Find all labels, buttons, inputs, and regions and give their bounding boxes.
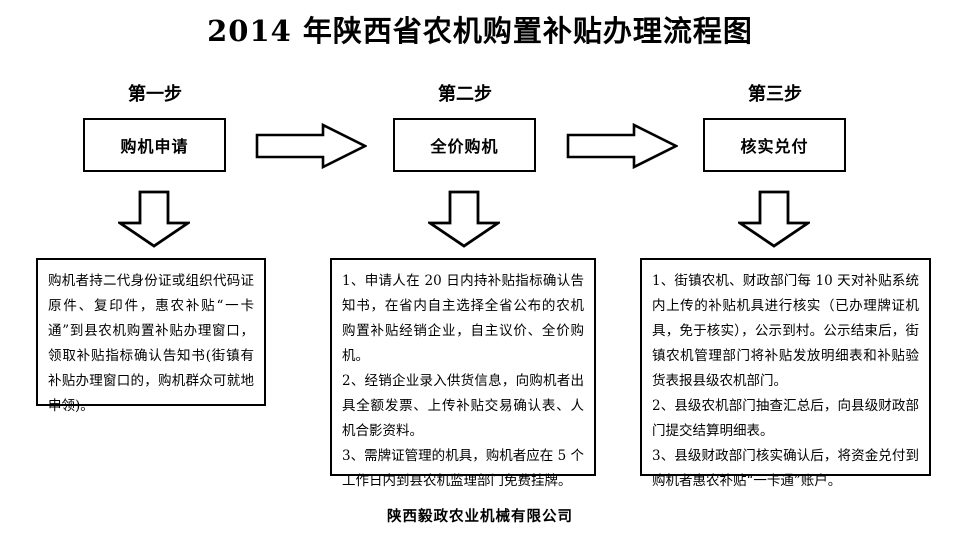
- detail-text-1: 购机者持二代身份证或组织代码证原件、复印件，惠农补贴“一卡通”到县农机购置补贴办…: [48, 273, 254, 414]
- stage-box-1: 购机申请: [83, 118, 226, 172]
- right-arrow-icon-step1-to-step2: [255, 122, 367, 170]
- detail-box-2: 1、申请人在 20 日内持补贴指标确认告知书，在省内自主选择全省公布的农机购置补…: [330, 258, 596, 489]
- step-label-1: 第一步: [128, 84, 182, 105]
- footer-company-name: 陕西毅政农业机械有限公司: [387, 509, 573, 525]
- detail-box-3: 1、街镇农机、财政部门每 10 天对补贴系统内上传的补贴机具进行核实（已办理牌证…: [640, 258, 931, 489]
- detail-text-2: 1、申请人在 20 日内持补贴指标确认告知书，在省内自主选择全省公布的农机购置补…: [342, 273, 584, 489]
- detail-text-3: 1、街镇农机、财政部门每 10 天对补贴系统内上传的补贴机具进行核实（已办理牌证…: [652, 273, 919, 489]
- step-label-2: 第二步: [438, 84, 492, 105]
- right-arrow-icon-step2-to-step3: [566, 122, 678, 170]
- down-arrow-icon-step2: [428, 190, 500, 248]
- detail-box-1: 购机者持二代身份证或组织代码证原件、复印件，惠农补贴“一卡通”到县农机购置补贴办…: [36, 258, 266, 414]
- page-title: 2014 年陕西省农机购置补贴办理流程图: [207, 14, 753, 48]
- stage-box-3: 核实兑付: [703, 118, 846, 172]
- step-label-3: 第三步: [748, 84, 802, 105]
- stage-box-2: 全价购机: [393, 118, 536, 172]
- down-arrow-icon-step1: [118, 190, 190, 248]
- down-arrow-icon-step3: [738, 190, 810, 248]
